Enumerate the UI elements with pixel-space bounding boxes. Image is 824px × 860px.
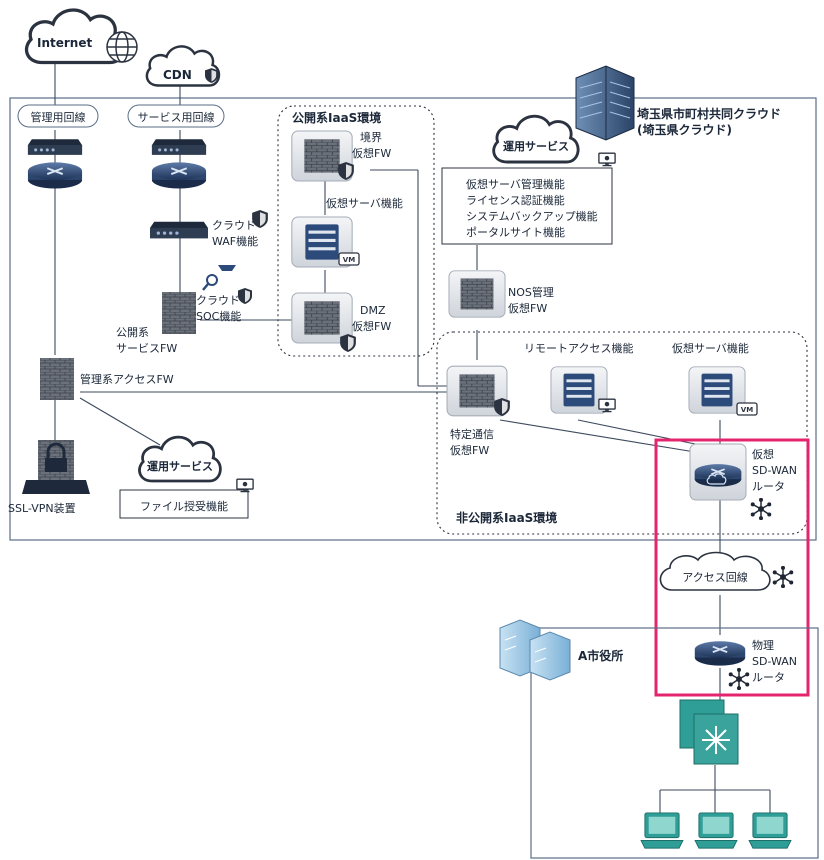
ops-service-bottom-title: 運用サービス <box>147 459 213 473</box>
physical-sdwan-label-2: SD-WAN <box>752 655 797 668</box>
physical-sdwan-label-1: 物理 <box>752 638 774 652</box>
virtual-sdwan-label-1: 仮想 <box>752 447 774 461</box>
specific-fw-label-2: 仮想FW <box>450 443 489 457</box>
cdn-label: CDN <box>163 68 192 82</box>
nos-fw-label-1: NOS管理 <box>508 285 554 299</box>
public-iaas-frame <box>277 105 435 357</box>
service-line-label: サービス用回線 <box>138 110 215 124</box>
ops-service-top-title: 運用サービス <box>503 139 569 153</box>
physical-sdwan-label-3: ルータ <box>752 671 785 684</box>
private-virtual-server-label: 仮想サーバ機能 <box>672 341 749 355</box>
border-fw-label-2: 仮想FW <box>352 146 391 160</box>
public-service-fw-label-1: 公開系 <box>116 326 149 339</box>
virtual-sdwan-label-2: SD-WAN <box>752 464 797 477</box>
network-hub-icon <box>750 498 772 520</box>
city-office-label: A市役所 <box>578 648 623 663</box>
access-line-label: アクセス回線 <box>682 570 747 584</box>
cloud-small-icon <box>706 473 727 485</box>
management-line-pill <box>17 104 99 128</box>
waf-appliance-icon <box>150 221 208 239</box>
dmz-fw-label-2: 仮想FW <box>352 319 391 333</box>
ssl-vpn-label: SSL-VPN装置 <box>8 502 76 515</box>
internet-cloud: Internet <box>24 8 138 65</box>
management-line-label: 管理用回線 <box>31 110 86 124</box>
ops-service-bottom-cloud: 運用サービス <box>137 435 222 483</box>
ops-service-top-item-2: ライセンス認証機能 <box>466 193 565 207</box>
datacenter-subtitle: (埼玉県クラウド) <box>637 122 732 137</box>
vm-badge-icon <box>338 252 360 266</box>
vm-badge-icon <box>736 402 758 416</box>
network-hub-icon <box>728 668 750 690</box>
city-office-building-icon <box>499 619 571 681</box>
service-router-icon <box>150 161 208 190</box>
sdwan-highlight-frame <box>654 438 810 697</box>
mgmt-rack-icon <box>27 139 83 155</box>
public-iaas-title: 公開系IaaS環境 <box>292 110 381 125</box>
public-virtual-server-label: 仮想サーバ機能 <box>326 196 403 210</box>
public-service-fw-label-2: サービスFW <box>116 342 177 355</box>
network-switch-icon <box>679 699 739 765</box>
ops-service-top-box <box>441 167 613 245</box>
access-line-cloud: アクセス回線 <box>659 551 771 591</box>
datacenter-frame <box>9 97 817 541</box>
border-fw-label-1: 境界 <box>360 130 382 144</box>
magnifier-icon <box>202 265 236 291</box>
monitor-icon <box>598 152 616 167</box>
pc-icon <box>694 812 738 849</box>
service-rack-icon <box>151 139 207 155</box>
mgmt-router-icon <box>26 161 84 190</box>
soc-label-1: クラウド <box>196 294 240 307</box>
ops-service-bottom-item: ファイル授受機能 <box>140 499 228 513</box>
ops-service-top-cloud: 運用サービス <box>492 114 580 164</box>
globe-icon <box>106 31 138 63</box>
dmz-fw-icon <box>291 292 353 344</box>
private-iaas-title: 非公開系IaaS環境 <box>456 510 557 525</box>
pc-icon <box>640 812 684 849</box>
virtual-sdwan-label-3: ルータ <box>752 480 785 493</box>
ops-service-top-item-4: ポータルサイト機能 <box>466 225 565 239</box>
nos-fw-icon <box>448 270 506 318</box>
ops-service-bottom-box <box>119 489 249 519</box>
datacenter-building-icon <box>575 65 635 141</box>
internet-label: Internet <box>37 36 92 50</box>
soc-label-2: SOC機能 <box>196 309 241 323</box>
mgmt-access-fw-label: 管理系アクセスFW <box>80 372 174 386</box>
waf-label-2: WAF機能 <box>212 234 258 248</box>
city-office-frame <box>530 627 819 859</box>
ssl-vpn-device-icon <box>22 440 90 494</box>
ops-service-top-item-3: システムバックアップ機能 <box>466 209 598 223</box>
datacenter-title: 埼玉県市町村共同クラウド <box>637 106 781 121</box>
cdn-cloud: CDN <box>145 45 221 87</box>
remote-access-label: リモートアクセス機能 <box>524 341 633 355</box>
physical-sdwan-router-icon <box>693 640 747 667</box>
virtual-sdwan-router-icon <box>693 463 743 488</box>
dmz-fw-label-1: DMZ <box>360 304 386 317</box>
ops-service-top-item-1: 仮想サーバ管理機能 <box>466 177 565 191</box>
private-iaas-frame <box>436 331 808 535</box>
specific-fw-label-1: 特定通信 <box>450 427 494 441</box>
service-line-pill <box>127 104 225 128</box>
waf-label-1: クラウド <box>212 219 256 232</box>
pc-icon <box>748 812 792 849</box>
network-hub-icon <box>772 566 794 588</box>
mgmt-access-fw-icon <box>40 358 74 400</box>
nos-fw-label-2: 仮想FW <box>508 301 547 315</box>
shield-icon <box>238 288 252 304</box>
public-service-fw-icon <box>162 292 196 334</box>
shield-icon <box>340 334 356 352</box>
